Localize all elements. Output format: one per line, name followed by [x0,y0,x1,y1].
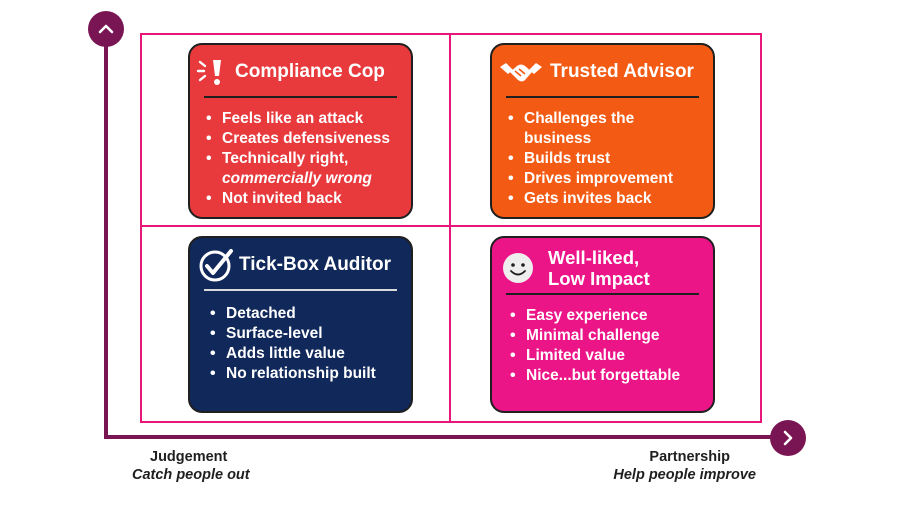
list-item: Challenges the business [506,109,703,149]
well-liked-low-impact-card: Well-liked, Low Impact Easy experience M… [490,236,715,413]
well-liked-header: Well-liked, Low Impact [500,246,713,290]
list-item: No relationship built [208,364,401,384]
chevron-up-icon[interactable] [88,11,124,47]
compliance-cop-card: Compliance Cop Feels like an attack Crea… [188,43,413,219]
compliance-cop-title: Compliance Cop [235,61,385,83]
list-item: Limited value [508,346,703,366]
well-liked-list: Easy experience Minimal challenge Limite… [508,306,703,386]
handshake-icon [498,57,544,87]
trusted-advisor-card: Trusted Advisor Challenges the business … [490,43,715,219]
y-axis-line [104,30,108,439]
x-axis-left-sublabel: Catch people out [132,467,250,483]
tick-box-auditor-divider [204,289,397,291]
smiley-face-icon [500,250,536,286]
well-liked-divider [506,293,699,295]
x-axis-right-caption: Partnership Help people improve [613,448,756,484]
tick-box-auditor-header: Tick-Box Auditor [198,246,411,284]
compliance-cop-header: Compliance Cop [196,55,411,89]
tick-box-auditor-card: Tick-Box Auditor Detached Surface-level … [188,236,413,413]
compliance-cop-list: Feels like an attack Creates defensivene… [204,109,401,209]
trusted-advisor-list: Challenges the business Builds trust Dri… [506,109,703,209]
list-item: Gets invites back [506,189,703,209]
quadrant-grid-frame [140,33,762,423]
list-item: Nice...but forgettable [508,366,703,386]
list-item: Not invited back [204,189,401,209]
compliance-cop-divider [204,96,397,98]
list-item: Builds trust [506,149,703,169]
trusted-advisor-divider [506,96,699,98]
well-liked-title-line2: Low Impact [548,268,650,289]
quadrant-divider-vertical [449,33,451,423]
list-item: Technically right,commercially wrong [204,149,401,189]
checkmark-circle-icon [198,247,234,283]
x-axis-left-label: Judgement [150,449,228,465]
quadrant-divider-horizontal [140,225,762,227]
list-item: Surface-level [208,324,401,344]
list-item: Detached [208,304,401,324]
list-item: Feels like an attack [204,109,401,129]
trusted-advisor-title: Trusted Advisor [550,61,694,83]
list-item: Creates defensiveness [204,129,401,149]
tick-box-auditor-list: Detached Surface-level Adds little value… [208,304,401,384]
list-item: Minimal challenge [508,326,703,346]
x-axis-right-sublabel: Help people improve [613,467,756,483]
list-item: Easy experience [508,306,703,326]
tick-box-auditor-title: Tick-Box Auditor [239,254,392,276]
list-item: Adds little value [208,344,401,364]
exclamation-icon [196,57,230,87]
x-axis-right-label: Partnership [649,449,730,465]
well-liked-title-line1: Well-liked, [548,246,640,268]
x-axis-line [104,435,788,439]
list-item: Drives improvement [506,169,703,189]
trusted-advisor-header: Trusted Advisor [498,55,713,89]
well-liked-title: Well-liked, Low Impact [548,247,650,290]
chevron-right-icon[interactable] [770,420,806,456]
x-axis-left-caption: Judgement Catch people out [132,448,250,484]
